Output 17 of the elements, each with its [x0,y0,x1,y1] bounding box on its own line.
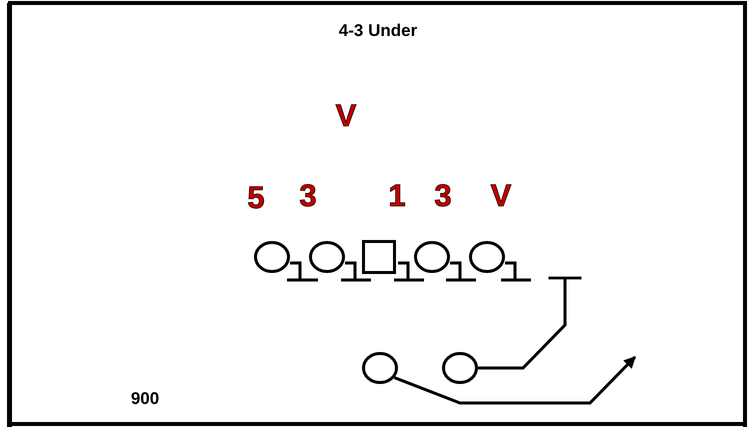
player-circle [469,241,505,273]
play-number: 900 [130,390,160,407]
player-circle [362,352,398,384]
player-circle [309,241,345,273]
block-route [478,276,582,370]
play-title: 4-3 Under [338,21,418,41]
defender-label: 3 [299,180,317,211]
route-arrow [394,356,636,404]
defender-label: 5 [247,182,265,213]
player-circle [254,241,290,273]
defender-label: 3 [434,180,452,211]
defender-label: 1 [388,180,406,211]
defender-label: V [490,180,512,211]
defender-label: V [336,100,356,131]
player-circle [442,352,478,384]
center-square [362,240,396,274]
player-circle [414,241,450,273]
